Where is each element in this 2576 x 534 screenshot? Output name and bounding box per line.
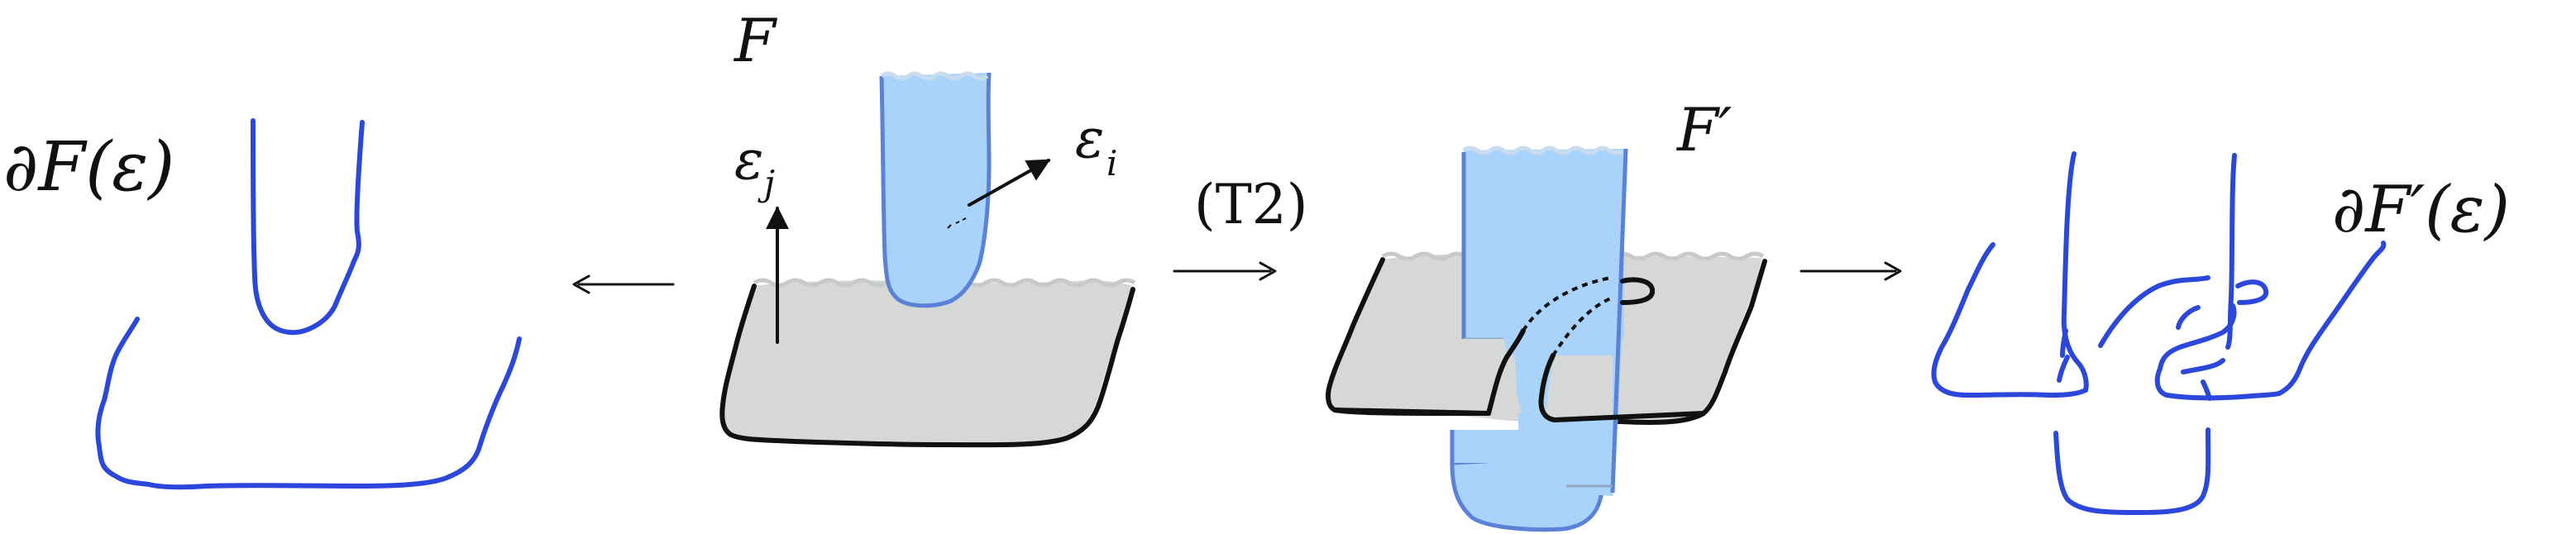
long-left-arrow-icon bbox=[572, 274, 675, 294]
move-label: (T2) bbox=[1194, 173, 1308, 236]
plane-F bbox=[722, 280, 1133, 447]
long-right-arrow-icon bbox=[1173, 261, 1277, 281]
boundary-F-label: ∂F(ε) bbox=[3, 128, 174, 207]
eps-j-label: ε j bbox=[734, 128, 775, 203]
boundary-F-prime-bottom-loop bbox=[2053, 427, 2211, 515]
surface-F-prime-label: F′ bbox=[1675, 95, 1732, 164]
up-right-arrow-icon bbox=[968, 159, 1051, 207]
band-F-top-edge bbox=[880, 71, 989, 81]
boundary-F-inner-loop bbox=[251, 118, 365, 336]
surface-F-label: F bbox=[733, 6, 778, 75]
boundary-F-prime-middle-over bbox=[2098, 275, 2210, 348]
svg-text:ε: ε bbox=[1075, 107, 1104, 170]
eps-i-label: ε i bbox=[1075, 107, 1117, 184]
boundary-F-prime-left-arc bbox=[1931, 242, 2088, 398]
surface-F-diagram bbox=[719, 71, 1136, 448]
surface-F-prime-diagram bbox=[1326, 145, 1767, 532]
boundary-F-prime-left-under bbox=[2057, 328, 2070, 383]
svg-text:i: i bbox=[1106, 143, 1117, 184]
band-F bbox=[882, 73, 989, 306]
svg-text:ε: ε bbox=[734, 128, 763, 192]
dashed-crossing-curve-2 bbox=[1551, 296, 1613, 357]
boundary-F-outer-loop bbox=[95, 317, 522, 490]
band-F-left-edge bbox=[879, 72, 992, 308]
band-F-prime-top-edge bbox=[1462, 145, 1624, 155]
boundary-F-prime-small-loop bbox=[2235, 279, 2269, 305]
boundary-F-prime-right-arc bbox=[2154, 241, 2387, 401]
long-right-arrow-icon bbox=[1799, 261, 1902, 281]
boundary-F-prime-middle-lower bbox=[2158, 303, 2237, 371]
band-F-dots bbox=[947, 217, 967, 229]
boundary-F-prime-small-hook-left bbox=[2176, 305, 2201, 330]
boundary-F-diagram bbox=[95, 118, 522, 490]
small-handle-loop bbox=[1620, 277, 1656, 305]
dashed-crossing-curve-1 bbox=[1522, 276, 1612, 332]
boundary-F-prime-right-vertical bbox=[2181, 153, 2237, 374]
boundary-F-prime-diagram bbox=[1931, 151, 2387, 515]
boundary-F-prime-label: ∂F′(ε) bbox=[2332, 173, 2510, 247]
band-F-prime-right-edge bbox=[1610, 148, 1628, 493]
boundary-F-prime-left-vertical bbox=[2061, 151, 2089, 393]
plane-F-outline bbox=[719, 284, 1135, 448]
